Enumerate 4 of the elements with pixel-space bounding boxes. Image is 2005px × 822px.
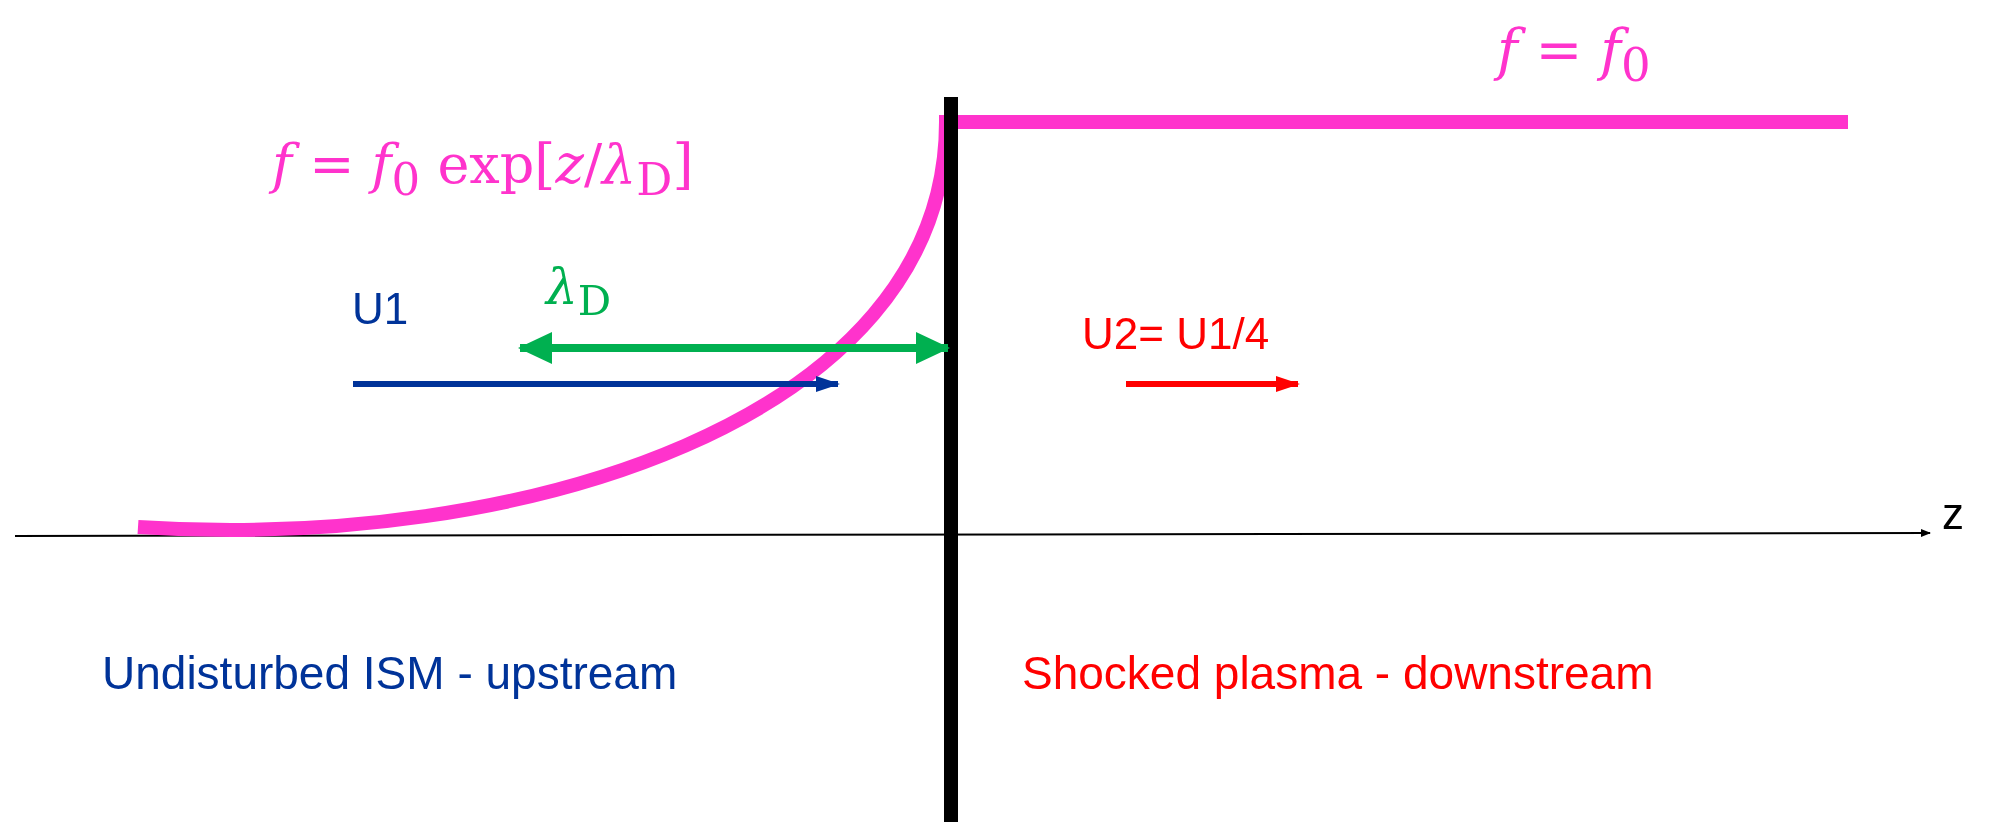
dimension-label: λ$_{D}$ xyxy=(546,262,612,322)
axis-label: z xyxy=(1942,492,1964,536)
velocity-label: U2= U1/4 xyxy=(1082,312,1270,356)
velocity-label: U1 xyxy=(352,287,409,331)
